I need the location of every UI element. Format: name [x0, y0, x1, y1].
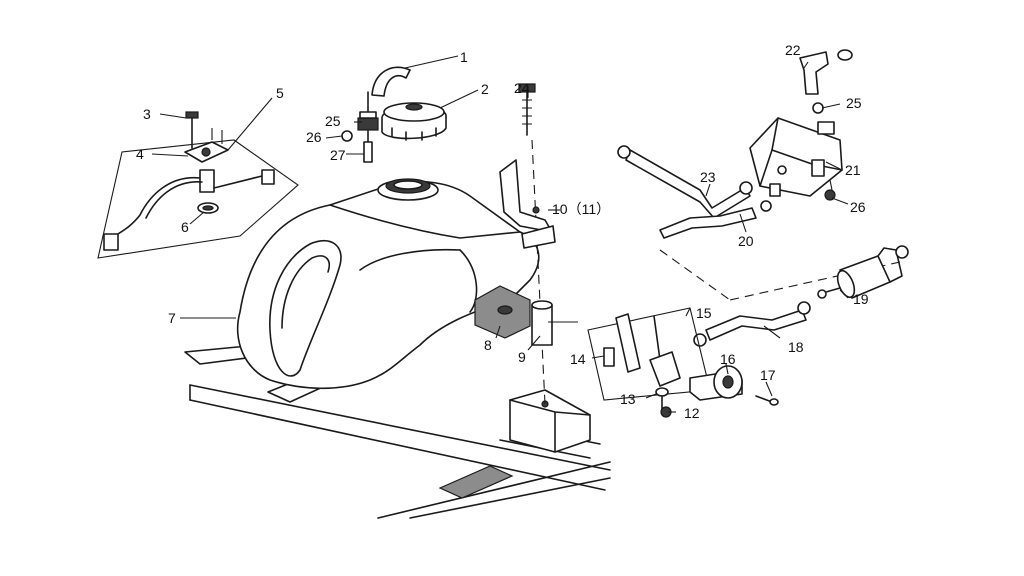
label-1: 1: [460, 49, 468, 65]
label-25-right: 25: [846, 95, 862, 111]
label-13: 13: [620, 391, 636, 407]
label-2: 2: [481, 81, 489, 97]
fuel-filter: [817, 245, 909, 299]
label-20: 20: [738, 233, 754, 249]
label-24: 24: [514, 80, 530, 96]
label-18: 18: [788, 339, 804, 355]
tank-mount-bracket: [509, 389, 591, 453]
cap-hardware-stack: [341, 91, 379, 163]
label-25-left: 25: [325, 113, 341, 129]
part-labels: 1 2 3 4 5 6 7 8 9 10（11） 12 13 14 15 16 …: [136, 42, 869, 421]
label-6: 6: [181, 219, 189, 235]
label-7: 7: [168, 310, 176, 326]
label-10-11: 10（11）: [552, 201, 610, 217]
label-27: 27: [330, 147, 346, 163]
label-14: 14: [570, 351, 586, 367]
label-23: 23: [700, 169, 716, 185]
rubber-pad-right: [438, 465, 514, 499]
label-12: 12: [684, 405, 700, 421]
fuel-valve-assembly: [587, 307, 779, 418]
label-4: 4: [136, 146, 144, 162]
label-5: 5: [276, 85, 284, 101]
label-15: 15: [696, 305, 712, 321]
leader-lines: [151, 55, 849, 413]
label-21: 21: [845, 162, 861, 178]
label-8: 8: [484, 337, 492, 353]
fuel-tank: [236, 178, 540, 390]
label-22: 22: [785, 42, 801, 58]
fuel-pump-assembly: [617, 49, 853, 239]
breather-hose: [371, 66, 411, 97]
label-9: 9: [518, 349, 526, 365]
label-19: 19: [853, 291, 869, 307]
fuel-cap: [381, 102, 447, 141]
label-16: 16: [720, 351, 736, 367]
fuel-sender-assembly: [97, 111, 299, 259]
fuel-hose-18: [693, 301, 811, 347]
label-3: 3: [143, 106, 151, 122]
label-26-right: 26: [850, 199, 866, 215]
tank-mount-hardware: [474, 83, 556, 405]
label-17: 17: [760, 367, 776, 383]
label-26-left: 26: [306, 129, 322, 145]
